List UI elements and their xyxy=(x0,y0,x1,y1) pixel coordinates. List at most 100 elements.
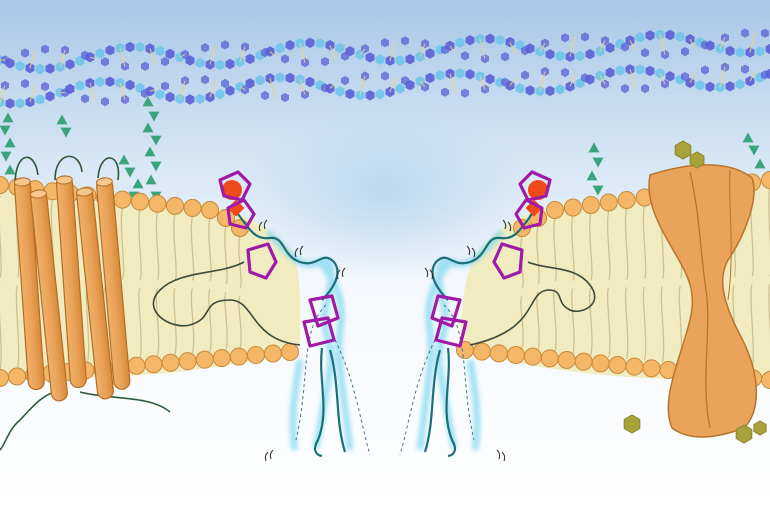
fiber-hexagon xyxy=(481,54,489,64)
fiber-crosslink xyxy=(539,42,546,52)
fiber-hexagon xyxy=(121,61,129,71)
fiber-hexagon xyxy=(101,97,109,107)
fiber-crosslink xyxy=(599,75,606,85)
lipid-tail xyxy=(138,209,142,358)
fiber-hexagon xyxy=(715,43,725,54)
alpha-helix xyxy=(13,177,45,391)
olive-hexagon xyxy=(735,424,753,444)
fiber-crosslink xyxy=(239,86,246,91)
fiber-hexagon xyxy=(335,86,345,97)
fiber-hexagon xyxy=(375,54,385,65)
glycan-triangle xyxy=(4,137,16,148)
lipid-tail xyxy=(190,215,195,354)
fiber-crosslink xyxy=(359,75,366,96)
lipid-head xyxy=(761,171,770,189)
lipid-tail xyxy=(642,205,647,361)
fiber-hexagon xyxy=(125,79,135,91)
fiber-crosslink xyxy=(749,32,756,53)
fiber-crosslink xyxy=(269,51,276,57)
fiber-hexagon xyxy=(165,48,175,60)
lipid-head xyxy=(557,351,576,369)
fiber-crosslink xyxy=(719,37,726,49)
fiber-crosslink xyxy=(479,76,486,90)
fiber-hexagon xyxy=(345,46,355,57)
fiber-hexagon xyxy=(305,76,315,88)
lipid-head xyxy=(472,342,491,361)
peptide-ring xyxy=(514,198,544,230)
fiber-hexagon xyxy=(385,55,395,66)
fiber-crosslink xyxy=(239,46,246,63)
fiber-hexagon xyxy=(735,47,745,58)
glycan-triangle xyxy=(150,135,162,146)
lipid-head xyxy=(281,343,299,361)
fiber-hexagon xyxy=(415,51,425,62)
fiber-hexagon xyxy=(305,37,315,48)
fiber-crosslink xyxy=(209,80,216,98)
helix-protein-loop-top xyxy=(14,155,120,186)
fiber-hexagon xyxy=(335,42,345,54)
lipid-head xyxy=(263,344,282,363)
fiber-hexagon xyxy=(745,76,755,87)
glycan-triangle xyxy=(124,167,136,178)
lipid-head xyxy=(246,346,265,365)
glycan-triangle xyxy=(4,164,16,175)
fiber-hexagon xyxy=(125,41,135,53)
fiber-crosslink xyxy=(89,56,96,60)
glycan-triangle xyxy=(592,185,604,196)
lipid-head xyxy=(625,357,644,376)
fiber-hexagon xyxy=(765,43,770,55)
fiber-crosslink xyxy=(569,74,576,87)
lipid-head xyxy=(506,346,525,364)
fiber-hexagon xyxy=(135,41,145,53)
fiber-hexagon xyxy=(381,71,389,81)
fiber-crosslink xyxy=(599,40,606,52)
lipid-head xyxy=(642,359,661,378)
lipid-head xyxy=(608,356,627,374)
lipid-tail xyxy=(224,225,228,351)
lipid-head xyxy=(617,191,636,209)
fiber-hexagon xyxy=(621,84,629,94)
fiber-hexagon xyxy=(505,36,515,48)
lipid-head xyxy=(0,176,9,194)
glycan-triangle xyxy=(56,114,68,125)
fiber-crosslink xyxy=(209,45,216,65)
fiber-hexagon xyxy=(121,95,129,105)
peptide-group xyxy=(399,170,552,462)
glycan-triangle xyxy=(0,125,11,136)
fiber-hexagon xyxy=(461,88,469,98)
fiber-hexagon xyxy=(405,79,415,91)
fiber-hexagon xyxy=(405,54,415,65)
fiber-hexagon xyxy=(65,59,75,70)
fiber-hexagon xyxy=(435,70,445,81)
fiber-hexagon xyxy=(155,89,165,100)
peptide-group xyxy=(218,170,371,462)
fiber-crosslink xyxy=(509,78,516,86)
fiber-hexagon xyxy=(285,72,295,84)
peptide-ring xyxy=(518,170,552,202)
glycan-triangle xyxy=(0,151,12,162)
protein-loop-left xyxy=(152,261,301,346)
lipid-head xyxy=(178,352,197,371)
fiber-crosslink xyxy=(689,38,696,49)
fiber-hexagon xyxy=(581,32,589,42)
fiber-hexagon xyxy=(161,81,169,91)
fiber-crosslink xyxy=(119,47,126,67)
fiber-hexagon xyxy=(641,84,649,94)
fiber-crosslink xyxy=(329,45,336,60)
lipid-head xyxy=(161,353,180,372)
glycan-triangle xyxy=(150,161,162,172)
fiber-hexagon xyxy=(665,29,675,41)
fiber-hexagon xyxy=(255,75,265,86)
fiber-crosslink xyxy=(449,45,456,54)
pore-glow xyxy=(235,100,535,280)
fiber-hexagon xyxy=(21,79,29,89)
glycan-triangle xyxy=(142,96,154,107)
lipid-head xyxy=(195,350,214,369)
fiber-hexagon xyxy=(205,59,215,70)
glycan-triangle xyxy=(588,142,600,153)
fiber-hexagon xyxy=(555,50,565,62)
fiber-hexagon xyxy=(195,93,205,105)
fiber-hexagon xyxy=(215,59,225,71)
fiber-hexagon xyxy=(661,50,669,60)
